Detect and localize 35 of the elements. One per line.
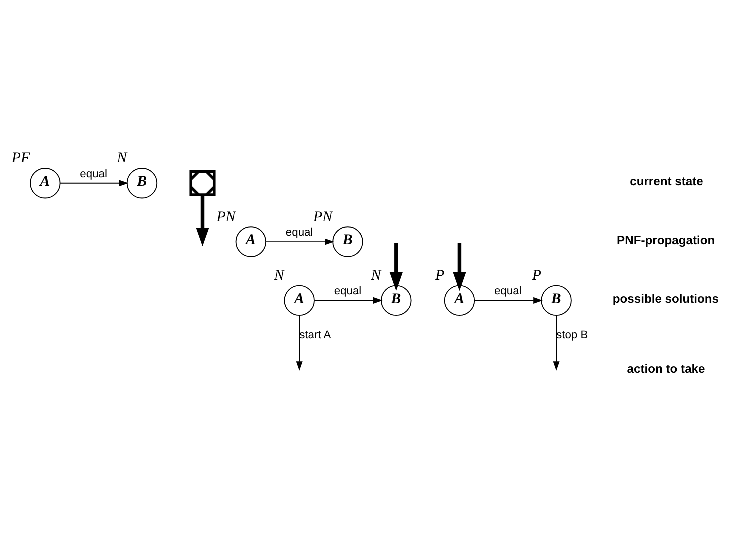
arrow xyxy=(314,297,383,304)
node-circle: B xyxy=(332,226,364,258)
edge-label: equal xyxy=(286,227,314,240)
arrow xyxy=(453,243,466,292)
edge-label: start A xyxy=(300,329,332,342)
node-label: N xyxy=(274,268,284,284)
arrow xyxy=(266,238,334,246)
node-label: P xyxy=(532,268,542,284)
node-label: N xyxy=(371,268,382,284)
node-circle: A xyxy=(30,168,61,199)
node-label: P xyxy=(436,268,445,284)
arrow xyxy=(474,297,543,304)
node-circle: A xyxy=(284,285,315,316)
node-label: PN xyxy=(216,209,236,226)
node-circle: A xyxy=(444,285,476,316)
arrow xyxy=(60,180,129,187)
edge-label: stop B xyxy=(556,329,588,342)
arrow xyxy=(553,315,560,371)
label: current state xyxy=(630,174,704,189)
node-circle: A xyxy=(236,226,267,258)
node-label: PF xyxy=(12,150,30,167)
arrow xyxy=(390,243,403,292)
node-label: N xyxy=(117,150,128,167)
node-circle: B xyxy=(541,285,572,316)
node-circle: B xyxy=(381,285,412,316)
label: possible solutions xyxy=(612,292,720,306)
arrow xyxy=(296,315,303,371)
edge-label: equal xyxy=(334,286,362,298)
label: action to take xyxy=(627,362,706,376)
arrow xyxy=(196,195,210,247)
node-circle: B xyxy=(126,168,158,199)
edge-label: equal xyxy=(494,286,522,298)
label: PNF-propagation xyxy=(617,233,716,248)
node-label: PN xyxy=(314,209,333,226)
edge-label: equal xyxy=(80,168,108,180)
